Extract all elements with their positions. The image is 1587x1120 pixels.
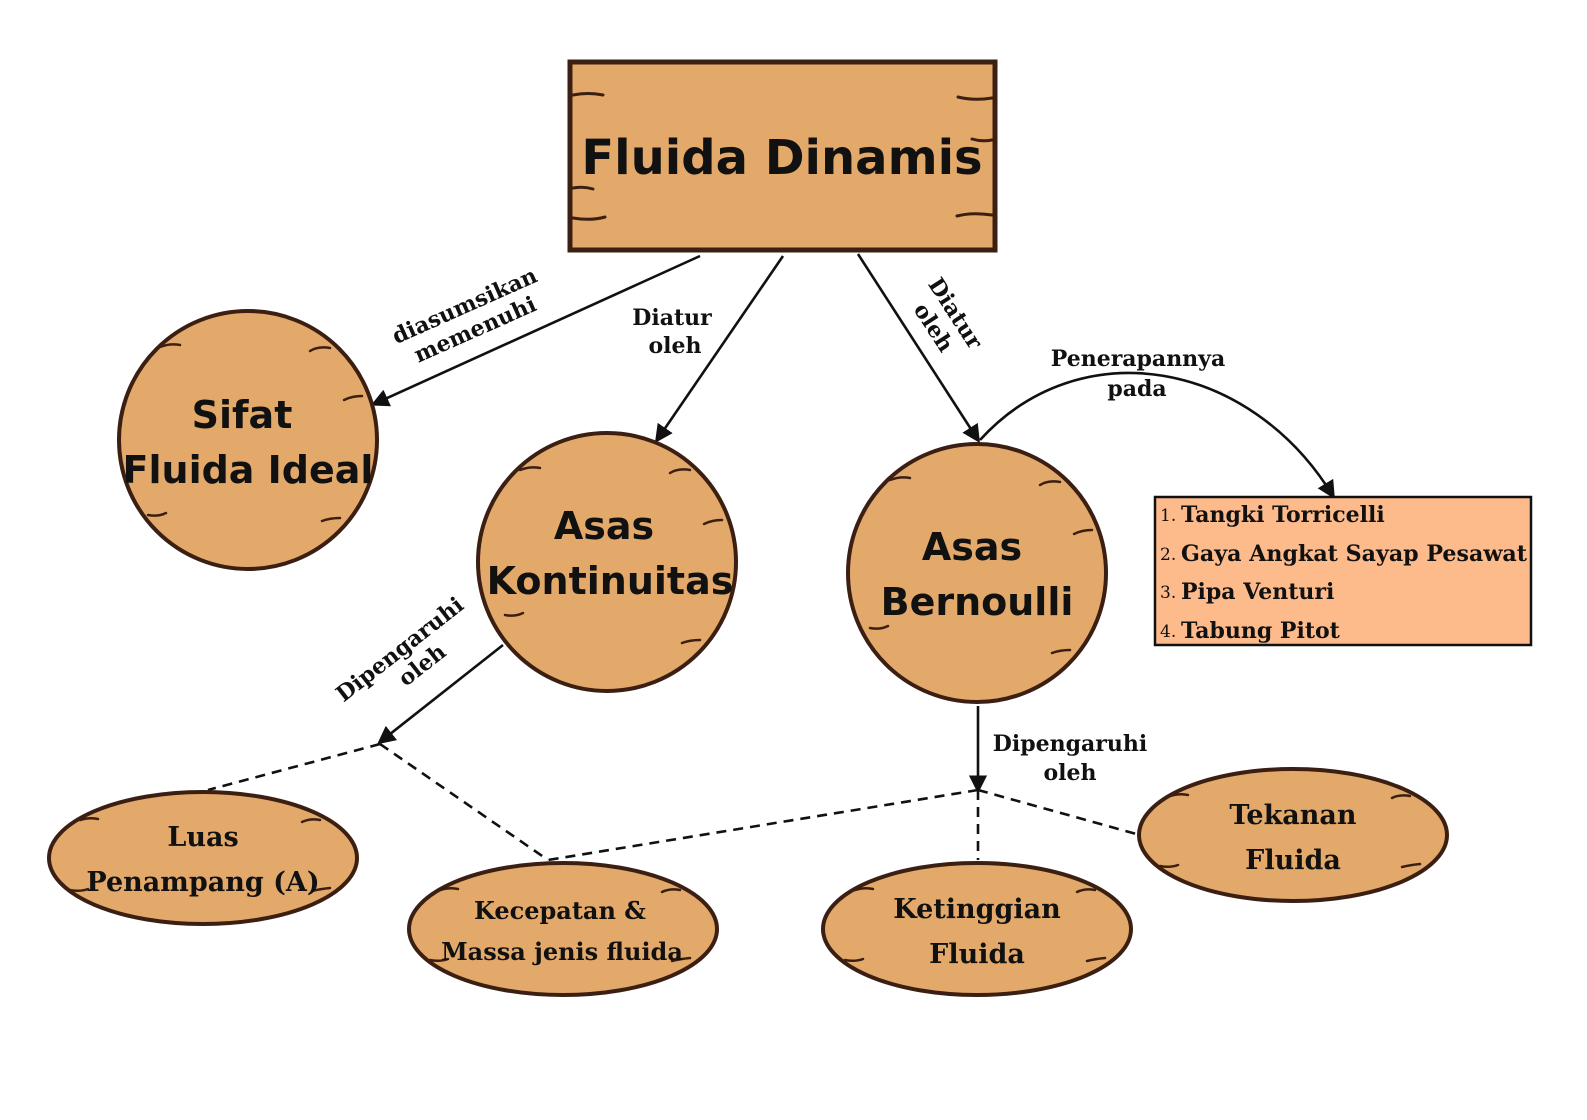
node-kecepatan-massa-jenis: Kecepatan & Massa jenis fluida (407, 861, 719, 997)
dash-to-tekanan (977, 788, 1141, 837)
title-text: Fluida Dinamis (581, 130, 982, 186)
node-asas-kontinuitas: Asas Kontinuitas (476, 431, 738, 693)
dash-bernoulli-to-kecepatan (547, 788, 979, 862)
edge-label-penerapan-line1: Penerapannya (1051, 346, 1225, 372)
edge-label-diasumsikan: diasumsikan memenuhi (388, 263, 541, 369)
app-num-4: 4. (1160, 622, 1176, 642)
node-luas-line1: Luas (167, 822, 238, 853)
title-board: Fluida Dinamis (567, 59, 998, 253)
dashed-connectors (207, 742, 1141, 862)
edge-label-diatur1-line2: oleh (648, 333, 701, 359)
app-item-1: Tangki Torricelli (1181, 502, 1385, 528)
node-sifat-line1: Sifat (192, 393, 293, 437)
node-ketinggian-fluida: Ketinggian Fluida (821, 861, 1133, 997)
connectors (370, 253, 1335, 794)
node-bernoulli-line2: Bernoulli (881, 580, 1074, 624)
app-num-3: 3. (1160, 583, 1176, 603)
node-tekanan-line1: Tekanan (1229, 800, 1356, 831)
node-luas-penampang: Luas Penampang (A) (47, 790, 359, 926)
dash-to-luas (207, 742, 381, 792)
app-item-2: Gaya Angkat Sayap Pesawat (1181, 541, 1528, 567)
arrow-to-bernoulli (856, 253, 980, 444)
edge-label-dipengaruhi2-line2: oleh (1043, 760, 1096, 786)
edge-label-dipengaruhi2-line1: Dipengaruhi (993, 731, 1147, 757)
node-kontinuitas-line1: Asas (554, 504, 654, 548)
node-bernoulli-line1: Asas (922, 525, 1022, 569)
app-num-2: 2. (1160, 545, 1176, 565)
edge-label-penerapan: Penerapannya pada (1051, 346, 1225, 402)
arrow-to-applications (979, 371, 1335, 500)
node-luas-line2: Penampang (A) (86, 867, 319, 898)
node-kecepatan-line2: Massa jenis fluida (441, 937, 683, 966)
node-kecepatan-line1: Kecepatan & (474, 896, 646, 925)
edge-label-diatur-bernoulli: Diatur oleh (908, 273, 988, 357)
wood-grain (571, 92, 994, 221)
node-asas-bernoulli: Asas Bernoulli (846, 442, 1108, 704)
node-sifat-fluida-ideal: Sifat Fluida Ideal (117, 309, 379, 571)
edge-label-dipengaruhi-bernoulli: Dipengaruhi oleh (993, 731, 1147, 786)
dash-to-kecepatan (379, 742, 549, 862)
app-num-1: 1. (1160, 506, 1176, 526)
edge-label-dipengaruhi1-line1: Dipengaruhi (331, 592, 469, 708)
app-item-4: Tabung Pitot (1181, 618, 1341, 644)
node-kontinuitas-line2: Kontinuitas (487, 559, 734, 603)
node-sifat-line2: Fluida Ideal (123, 448, 374, 492)
arrow-to-sifat (370, 254, 701, 407)
edge-label-diatur-kontinuitas: Diatur oleh (632, 305, 712, 359)
edge-label-diatur1-line1: Diatur (632, 305, 712, 331)
node-ketinggian-line2: Fluida (929, 939, 1025, 970)
arrow-to-kontinuitas (654, 255, 785, 444)
node-tekanan-line2: Fluida (1245, 845, 1341, 876)
node-ketinggian-line1: Ketinggian (893, 894, 1061, 925)
arrow-kontinuitas-factors (377, 643, 504, 745)
applications-box: 1. Tangki Torricelli 2. Gaya Angkat Saya… (1153, 495, 1533, 647)
app-item-3: Pipa Venturi (1181, 579, 1334, 605)
edge-label-dipengaruhi-kontinuitas: Dipengaruhi oleh (331, 592, 469, 708)
node-tekanan-fluida: Tekanan Fluida (1137, 767, 1449, 903)
edge-label-penerapan-line2: pada (1107, 376, 1166, 402)
